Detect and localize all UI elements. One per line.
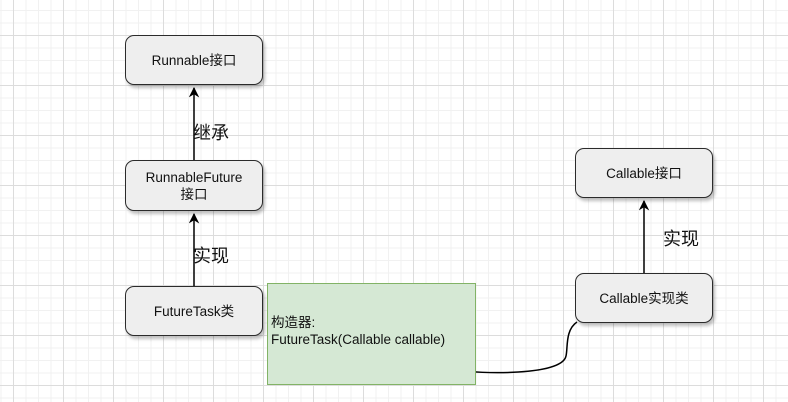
constructor-note-title: 构造器: (271, 315, 316, 330)
inherit-edge-label: 继承 (193, 123, 229, 143)
constructor-note[interactable]: 构造器: FutureTask(Callable callable) (267, 283, 476, 385)
callable-interface-label: Callable接口 (606, 165, 682, 181)
runnable-future-label-line2: 接口 (180, 186, 208, 202)
constructor-note-signature: FutureTask(Callable callable) (271, 332, 446, 347)
runnable-future-interface-node[interactable]: RunnableFuture 接口 (125, 160, 263, 211)
future-task-class-node[interactable]: FutureTask类 (125, 286, 263, 336)
runnable-interface-node[interactable]: Runnable接口 (125, 35, 263, 85)
implement-edge-label-left: 实现 (193, 246, 229, 266)
implement-edge-label-right: 实现 (663, 229, 699, 249)
callable-interface-node[interactable]: Callable接口 (575, 148, 713, 198)
callable-impl-class-node[interactable]: Callable实现类 (575, 273, 713, 323)
runnable-future-label-line1: RunnableFuture (145, 169, 243, 185)
runnable-interface-label: Runnable接口 (151, 52, 237, 68)
future-task-class-label: FutureTask类 (153, 303, 235, 319)
callable-impl-class-label: Callable实现类 (599, 290, 689, 306)
